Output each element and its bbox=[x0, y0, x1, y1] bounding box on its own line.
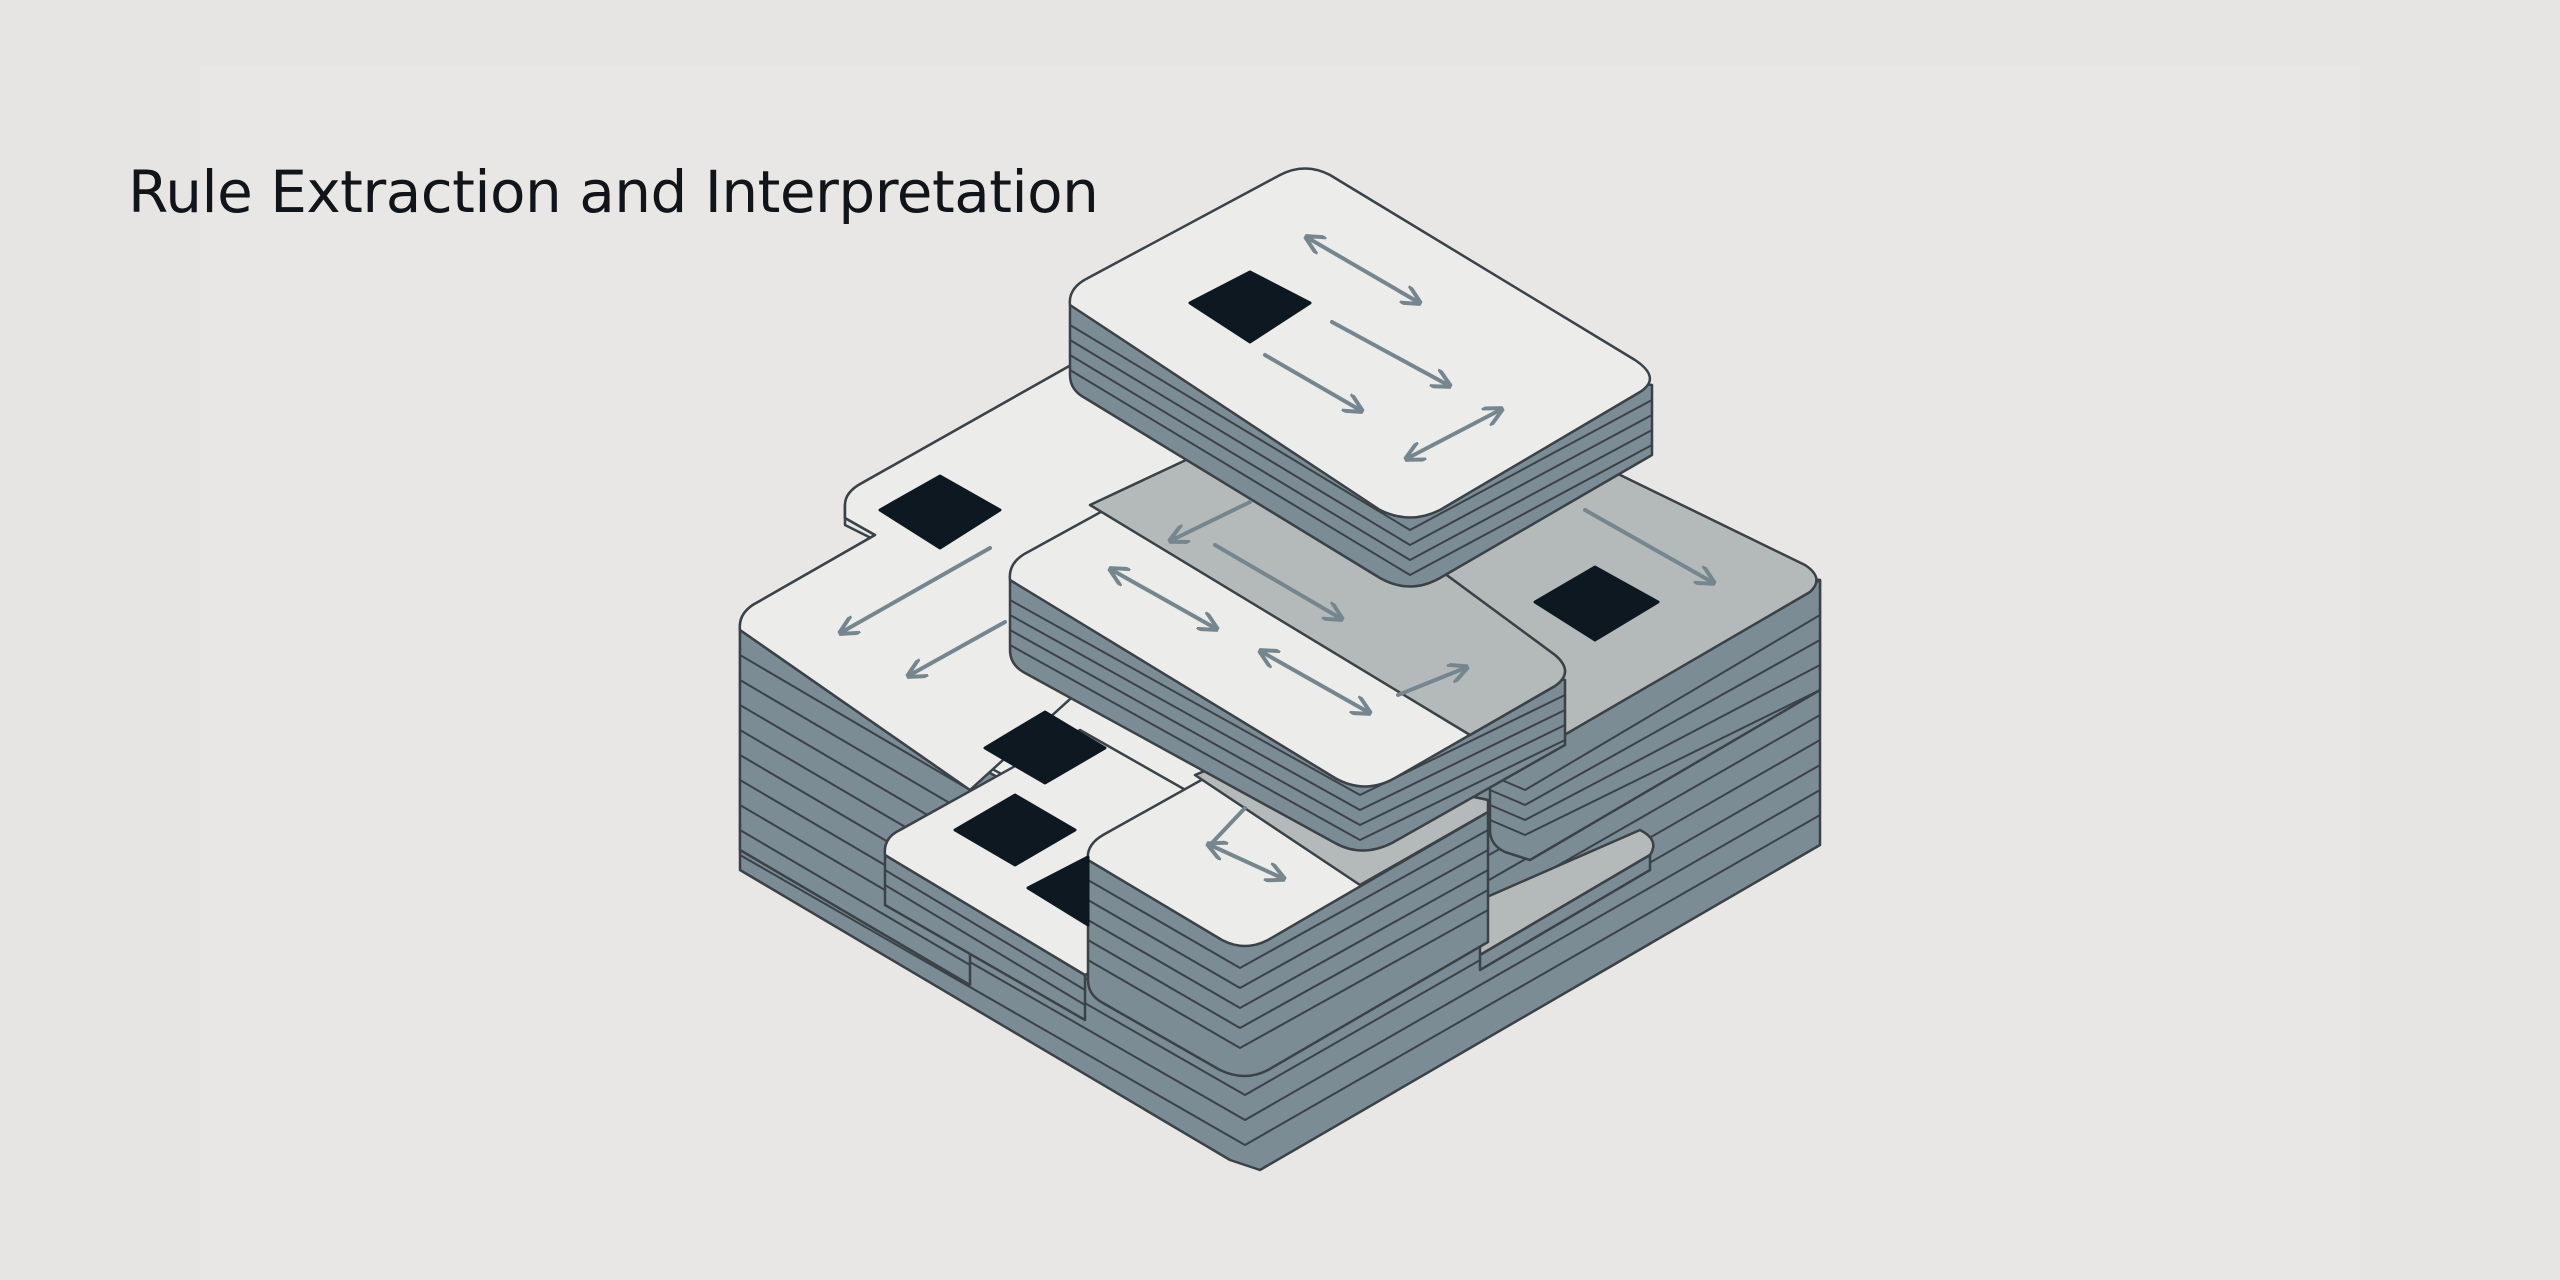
double-arrow-icon bbox=[1308, 238, 1418, 302]
arrow-icon bbox=[1263, 353, 1360, 410]
rule-block-icon bbox=[1026, 855, 1090, 927]
arrow-icon bbox=[1208, 806, 1247, 847]
arrow-icon bbox=[1330, 320, 1448, 385]
double-arrow-icon bbox=[1210, 845, 1282, 878]
arrow-icon bbox=[910, 620, 1007, 675]
rule-block-icon bbox=[983, 710, 1107, 785]
arrow-icon bbox=[1172, 500, 1252, 540]
arrow-icon bbox=[1213, 543, 1340, 618]
arrow-icon bbox=[1583, 508, 1712, 582]
rule-block-icon bbox=[1533, 565, 1660, 642]
double-arrow-icon bbox=[1408, 410, 1500, 458]
page-title: Rule Extraction and Interpretation bbox=[128, 158, 1099, 226]
rule-arrows bbox=[842, 238, 1712, 878]
arrow-icon bbox=[1396, 668, 1465, 697]
double-arrow-icon bbox=[1262, 652, 1368, 712]
rule-blocks bbox=[878, 270, 1660, 927]
rule-block-icon bbox=[878, 474, 1002, 550]
rule-block-icon bbox=[953, 793, 1077, 867]
arrow-icon bbox=[842, 546, 992, 632]
double-arrow-icon bbox=[1112, 570, 1215, 628]
